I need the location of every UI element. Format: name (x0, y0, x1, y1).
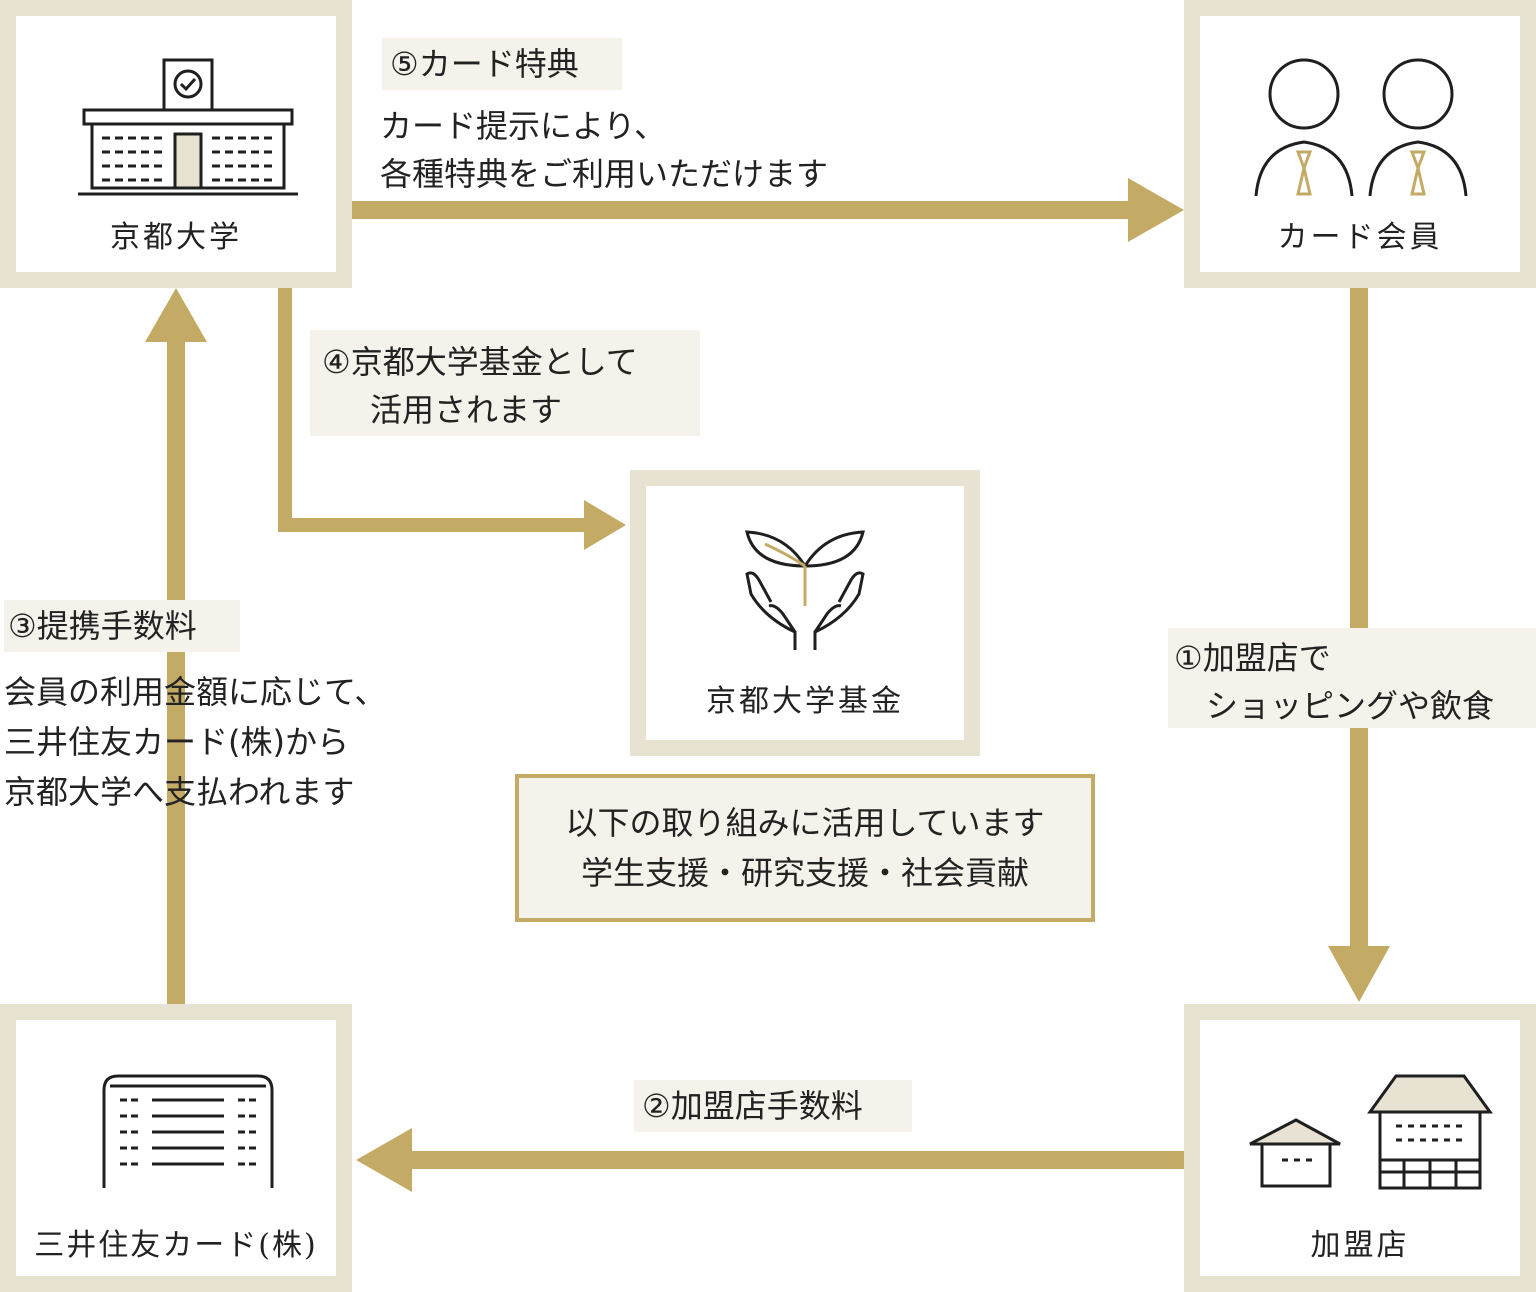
arrow-fund-down (278, 288, 292, 532)
arrow-card-benefit (352, 201, 1130, 219)
label-fund-usage-line1: ④京都大学基金として (322, 343, 638, 381)
arrow-partner-fee (167, 340, 185, 1004)
node-card-company-name: 三井住友カード(株) (34, 1228, 318, 1263)
label-partner-fee: ③提携手数料 (4, 600, 240, 652)
node-store-name: 加盟店 (1310, 1228, 1410, 1263)
desc-partner-fee-line3: 京都大学へ支払われます (4, 773, 355, 811)
node-store: 加盟店 (1184, 1004, 1536, 1292)
label-fund-usage: ④京都大学基金として 活用されます (310, 330, 700, 436)
sprout-hands-icon (745, 530, 865, 650)
desc-card-benefit-line2: 各種特典をご利用いただけます (380, 155, 829, 193)
label-shopping: ①加盟店で ショッピングや飲食 (1168, 628, 1536, 728)
fund-usage-note: 以下の取り組みに活用しています 学生支援・研究支援・社会貢献 (515, 774, 1095, 922)
arrow-store-fee (410, 1151, 1186, 1169)
fund-usage-note-line1: 以下の取り組みに活用しています (565, 804, 1045, 842)
card-members-icon (1254, 58, 1468, 196)
office-building-icon (102, 1074, 274, 1188)
desc-partner-fee-line1: 会員の利用金額に応じて、 (4, 673, 387, 711)
store-houses-icon (1249, 1074, 1493, 1190)
node-fund: 京都大学基金 (630, 470, 980, 756)
arrow-fund-right (278, 518, 588, 532)
label-store-fee: ②加盟店手数料 (634, 1080, 912, 1132)
arrow-shopping (1350, 288, 1368, 948)
node-member: カード会員 (1184, 0, 1536, 288)
label-shopping-line1: ①加盟店で (1174, 639, 1331, 677)
label-shopping-line2: ショッピングや飲食 (1206, 687, 1495, 725)
label-card-benefit: ⑤カード特典 (382, 38, 622, 90)
desc-card-benefit-line1: カード提示により、 (380, 107, 667, 145)
arrowhead-store-fee (356, 1128, 412, 1192)
node-member-name: カード会員 (1277, 220, 1443, 255)
node-fund-name: 京都大学基金 (706, 684, 904, 719)
arrowhead-card-benefit (1128, 178, 1184, 242)
node-card-company: 三井住友カード(株) (0, 1004, 352, 1292)
node-university-name: 京都大学 (110, 220, 242, 255)
arrowhead-shopping (1328, 946, 1390, 1002)
arrowhead-partner-fee (145, 288, 207, 342)
desc-partner-fee-line2: 三井住友カード(株)から (4, 723, 349, 761)
label-fund-usage-line2: 活用されます (370, 391, 563, 429)
fund-usage-note-line2: 学生支援・研究支援・社会貢献 (580, 854, 1029, 892)
arrowhead-fund (584, 500, 626, 550)
node-university: 京都大学 (0, 0, 352, 288)
university-building-icon (78, 58, 298, 196)
